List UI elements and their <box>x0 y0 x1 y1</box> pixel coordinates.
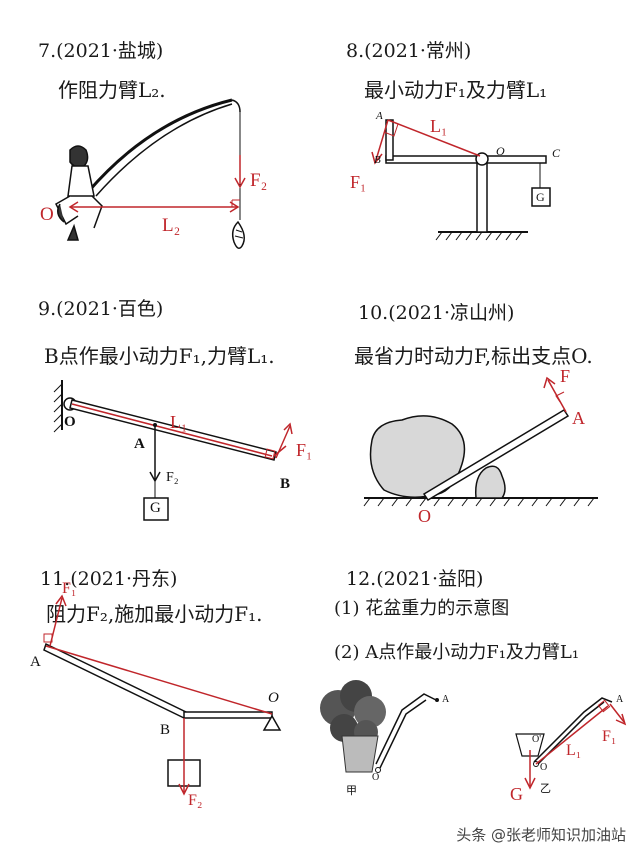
fishing-rod <box>86 98 233 193</box>
label-a: A <box>572 408 585 428</box>
fisherman-icon <box>55 145 103 241</box>
problem-8-figure <box>371 119 551 241</box>
fishing-rod-inner <box>95 103 233 197</box>
problem-7: 7.(2021·盐城) 作阻力臂L₂. O F₂ <box>0 0 320 280</box>
lever-arm <box>385 119 394 161</box>
f1-arrow-line <box>273 445 287 457</box>
label-g: G <box>536 190 545 204</box>
weight-g <box>531 187 551 207</box>
label-a-jia: A <box>442 694 450 705</box>
problem-7-title: 7.(2021·盐城) <box>38 40 164 62</box>
cart-frame <box>375 693 437 765</box>
label-f1: F₁ <box>296 440 313 460</box>
label-a: A <box>30 654 41 670</box>
label-c: C <box>552 146 561 160</box>
problem-11-title: 11.(2021·丹东) <box>40 568 178 590</box>
problem-12-title: 12.(2021·益阳) <box>346 568 484 590</box>
problem-12-sub1: (1) 花盆重力的示意图 <box>334 598 510 619</box>
label-jia: 甲 <box>346 785 357 797</box>
big-rock <box>369 415 466 498</box>
label-f2: F₂ <box>250 170 268 191</box>
lever-diagram <box>533 697 613 763</box>
problem-10-figure <box>363 376 598 507</box>
label-l2: L₂ <box>162 215 181 236</box>
label-f1: F₁ <box>602 728 617 745</box>
label-f2: F₂ <box>166 470 179 485</box>
l1-line <box>535 705 609 765</box>
right-angle-mark <box>383 123 399 137</box>
flower-pot-photo <box>320 680 386 773</box>
problem-10-task: 最省力时动力F,标出支点O. <box>354 344 593 368</box>
label-b: B <box>374 154 381 166</box>
problem-12-sub2: (2) A点作最小动力F₁及力臂L₁ <box>334 642 580 663</box>
label-l1: L₁ <box>430 116 448 136</box>
label-o: O <box>268 690 279 706</box>
l1-line <box>71 403 273 457</box>
f1-arrow-line <box>375 119 389 161</box>
problem-10: 10.(2021·凉山州) 最省力时动力F,标出支点O. F A O <box>320 280 640 540</box>
problem-9: 9.(2021·百色) B点作最小动力F₁,力臂L₁. O A B F₂ G L… <box>0 280 320 540</box>
label-a: A <box>134 436 145 452</box>
label-o-jia: O <box>372 772 380 783</box>
problem-8: 8.(2021·常州) 最小动力F₁及力臂L₁ A B O C G L₁ F₁ <box>320 0 640 280</box>
label-oprime: O' <box>532 734 542 745</box>
l1-line <box>387 119 481 157</box>
lever-bar <box>385 155 547 164</box>
l1-line <box>45 645 273 715</box>
problem-9-title: 9.(2021·百色) <box>38 298 164 320</box>
label-b: B <box>160 722 171 738</box>
problem-11-task: 阻力F₂,施加最小动力F₁. <box>46 602 263 626</box>
label-o-yi: O <box>540 762 548 773</box>
label-f: F <box>560 366 571 386</box>
label-g: G <box>150 500 161 516</box>
problem-10-title: 10.(2021·凉山州) <box>358 302 515 324</box>
small-rock <box>474 465 506 499</box>
label-f2: F₂ <box>188 792 203 809</box>
lever-rod <box>422 408 570 502</box>
label-l1: L₁ <box>566 742 582 759</box>
label-l1: L₁ <box>170 412 188 432</box>
label-o: O <box>418 506 431 526</box>
label-f1: F₁ <box>350 172 367 192</box>
problem-11-figure <box>43 594 282 796</box>
support-post <box>476 159 488 233</box>
pot-outline <box>515 733 545 757</box>
rod-tip <box>231 99 241 113</box>
problem-9-task: B点作最小动力F₁,力臂L₁. <box>44 344 275 368</box>
watermark-footer: 头条 @张老师知识加油站 <box>456 826 626 844</box>
label-a: A <box>376 110 383 122</box>
label-o: O <box>40 204 54 225</box>
weight-g <box>143 497 169 521</box>
fish-icon <box>231 220 245 249</box>
label-g: G <box>510 784 523 804</box>
problem-12-figure <box>320 680 627 790</box>
label-f1: F₁ <box>62 580 77 597</box>
f2-arrow-head <box>234 177 246 189</box>
problem-7-figure <box>55 98 246 249</box>
problem-12: 12.(2021·益阳) (1) 花盆重力的示意图 (2) A点作最小动力F₁及… <box>320 550 640 830</box>
problem-8-task: 最小动力F₁及力臂L₁ <box>364 78 548 102</box>
problem-11: 11.(2021·丹东) 阻力F₂,施加最小动力F₁. A B O F₁ F₂ <box>0 550 320 830</box>
pivot-o <box>262 714 282 731</box>
label-b: B <box>280 476 291 492</box>
problem-9-figure <box>53 380 293 521</box>
problem-8-title: 8.(2021·常州) <box>346 40 472 62</box>
f1-arrow-line <box>609 703 625 723</box>
label-o: O <box>496 144 505 158</box>
label-a-yi: A <box>616 694 624 705</box>
lever-arm-bo <box>183 711 273 719</box>
label-o: O <box>64 414 76 430</box>
label-yi: 乙 <box>540 783 551 795</box>
right-angle-mark <box>555 391 565 403</box>
problem-7-task: 作阻力臂L₂. <box>58 78 166 102</box>
